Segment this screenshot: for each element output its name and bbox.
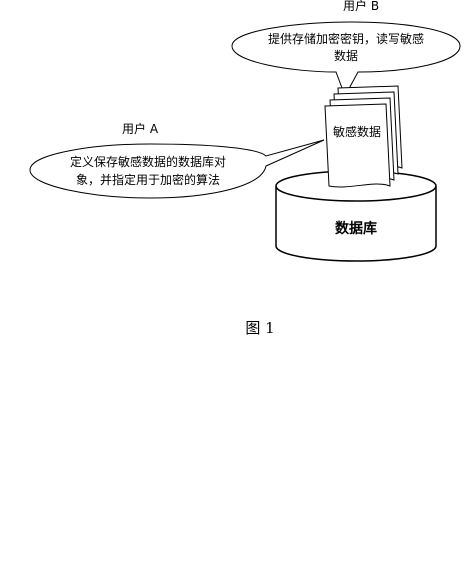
user-b-label: 用户 B (343, 0, 379, 13)
database-label: 数据库 (335, 220, 377, 237)
user-b-speech-bubble: 提供存储加密密钥，读写敏感 数据 (231, 21, 461, 98)
figure-caption: 图 1 (245, 319, 274, 337)
sensitive-data-document-stack: 敏感数据 (324, 85, 403, 188)
user-a-bubble-shape (29, 139, 325, 199)
user-a-label: 用户 A (122, 121, 159, 136)
user-b-bubble-line1: 提供存储加密密钥，读写敏感 (268, 31, 424, 46)
user-a-bubble-line2: 象，并指定用于加密的算法 (76, 172, 220, 187)
database-cylinder: 数据库 (275, 170, 437, 262)
user-a-bubble-line1: 定义保存敏感数据的数据库对 (70, 154, 226, 169)
user-a-speech-bubble: 定义保存敏感数据的数据库对 象，并指定用于加密的算法 (29, 139, 325, 199)
user-b-bubble-line2: 数据 (334, 48, 358, 63)
database-body (275, 186, 437, 262)
document-sheet-front (324, 103, 391, 188)
document-label: 敏感数据 (333, 124, 381, 139)
